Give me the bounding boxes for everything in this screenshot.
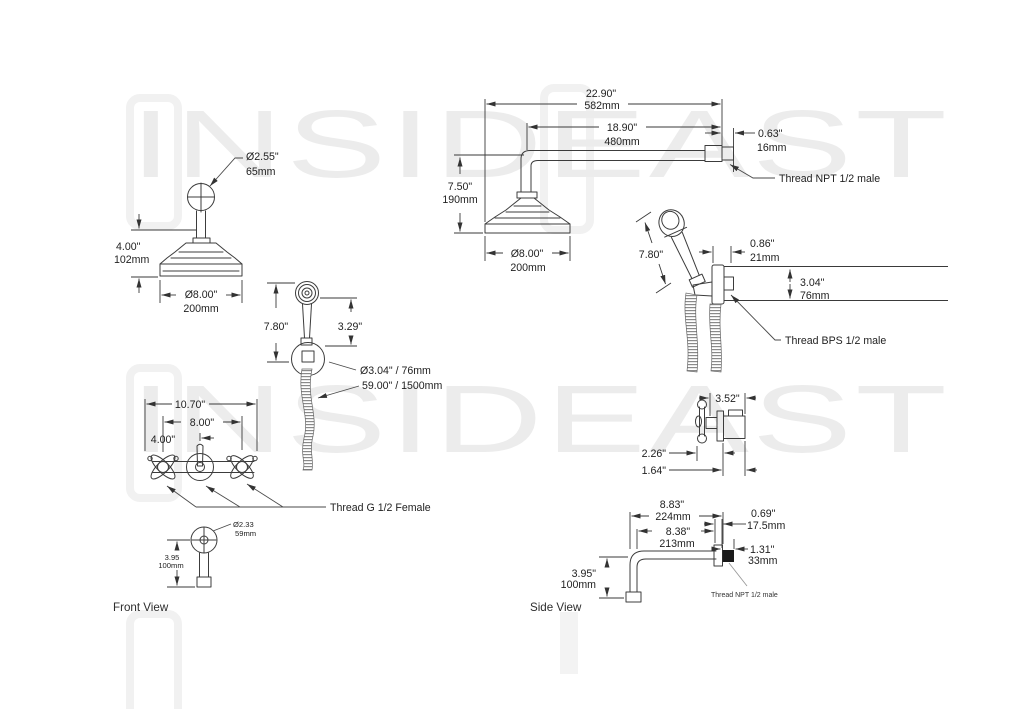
dim-wallhead-dia-mm: 200mm: [510, 262, 545, 274]
watermark-text-row2: INSIDEAST: [130, 366, 950, 473]
dim-bracket-height-in: 3.04": [800, 277, 825, 289]
dim-wallhead-overall-in: 22.90": [586, 88, 617, 100]
dim-spout-side-drop-mm: 100mm: [561, 579, 596, 591]
dim-wallhead-arm-mm: 480mm: [604, 136, 639, 148]
dim-handshower-wall-length: 7.80": [639, 249, 664, 261]
dim-spout-front-dia-mm: 59mm: [235, 529, 256, 538]
dim-spout-side-reach-mm: 213mm: [659, 538, 694, 550]
dim-wallhead-nipple-mm: 16mm: [757, 142, 787, 154]
valve-diverter: [186, 443, 214, 481]
dim-cradle-dia: Ø3.04" / 76mm: [360, 365, 431, 377]
dim-ceiling-flange-dia-mm: 65mm: [246, 166, 276, 178]
dim-wallhead-drop-in: 7.50": [448, 181, 473, 193]
dim-spout-front-drop-mm: 100mm: [158, 561, 183, 570]
dim-ceiling-height-mm: 102mm: [114, 254, 149, 266]
dim-bracket-height-mm: 76mm: [800, 290, 830, 302]
watermark: INSIDEAST INSIDEAST: [126, 84, 950, 709]
dim-valve-side-depth: 3.52": [715, 393, 740, 405]
label-wallhead-thread: Thread NPT 1/2 male: [779, 173, 880, 185]
watermark-frame: [126, 364, 182, 502]
dim-spout-side-drop-in: 3.95": [572, 568, 597, 580]
hand-shower-wall-bracket-drawing: 7.80" 0.86" 21mm 3.04" 76mm Thread BPS 1…: [635, 209, 948, 373]
spout-front-drawing: Ø2.33 59mm 3.95 100mm: [158, 520, 256, 588]
front-view-label: Front View: [113, 601, 169, 614]
dim-spout-side-nipple-in: 1.31": [750, 544, 775, 556]
valve-front-drawing: 10.70" 8.00" 4.00" Thread G 1/2 Female: [144, 399, 431, 514]
spout-thread: [722, 550, 734, 562]
dim-spout-side-nipple-mm: 33mm: [748, 555, 778, 567]
dim-wallhead-dia-in: Ø8.00": [511, 248, 544, 260]
watermark-frame: [560, 612, 578, 674]
watermark-frame: [126, 94, 182, 230]
wall-shower-head-drawing: 22.90" 582mm 18.90" 480mm 0.63" 16mm 7.5…: [442, 88, 880, 274]
watermark-frame: [540, 84, 594, 234]
dim-spout-side-reach-in: 8.38": [666, 526, 691, 538]
dim-handshower-head: 3.29": [338, 321, 363, 333]
dim-spout-side-overall-mm: 224mm: [655, 511, 690, 523]
dim-handshower-cradle-length: 7.80": [264, 321, 289, 333]
dim-wallhead-nipple-in: 0.63": [758, 128, 783, 140]
dim-ceiling-head-dia-mm: 200mm: [183, 303, 218, 315]
dim-bracket-width-mm: 21mm: [750, 252, 780, 264]
ceiling-shower-head-drawing: Ø2.55" 65mm 4.00" 102mm Ø8.00" 200mm: [114, 151, 279, 315]
dim-valve-side-handle: 2.26": [642, 448, 667, 460]
hand-shower-hose: [684, 292, 699, 373]
dim-bracket-width-in: 0.86": [750, 238, 775, 250]
label-bracket-thread: Thread BPS 1/2 male: [785, 335, 886, 347]
dim-spout-side-overall-in: 8.83": [660, 499, 685, 511]
valve-cross-handle-left: [147, 454, 179, 480]
dim-valve-side-body: 1.64": [642, 465, 667, 477]
dim-valve-overall: 10.70": [175, 399, 206, 411]
dim-valve-centers: 8.00": [190, 417, 215, 429]
hand-shower-cradle-drawing: 7.80" 3.29" Ø3.04" / 76mm 59.00" / 1500m…: [264, 281, 442, 471]
dim-ceiling-head-dia-in: Ø8.00": [185, 289, 218, 301]
valve-side-drawing: 3.52" 2.26" 1.64": [642, 393, 757, 477]
hand-shower-hose: [709, 303, 722, 373]
dim-hose-length: 59.00" / 1500mm: [362, 380, 442, 392]
dim-spout-side-flange-mm: 17.5mm: [747, 520, 785, 532]
valve-cross-handle-right: [226, 455, 258, 479]
label-valve-thread: Thread G 1/2 Female: [330, 502, 431, 514]
dim-spout-front-dia-in: Ø2.33: [233, 520, 254, 529]
dim-spout-front-drop-in: 3.95: [165, 553, 180, 562]
bracket-thread: [723, 276, 734, 291]
hand-shower-hose: [300, 368, 315, 471]
spout-side-drawing: 8.83" 224mm 8.38" 213mm 0.69" 17.5mm 1.3…: [561, 499, 785, 603]
dim-ceiling-flange-dia-in: Ø2.55": [246, 151, 279, 163]
dim-wallhead-drop-mm: 190mm: [442, 194, 477, 206]
dim-spout-side-flange-in: 0.69": [751, 508, 776, 520]
dim-valve-half: 4.00": [151, 434, 176, 446]
dim-wallhead-arm-in: 18.90": [607, 122, 638, 134]
label-spout-side-thread: Thread NPT 1/2 male: [711, 592, 778, 599]
watermark-text-row1: INSIDEAST: [130, 91, 950, 198]
dim-ceiling-height-in: 4.00": [116, 241, 141, 253]
side-view-label: Side View: [530, 601, 582, 614]
dim-wallhead-overall-mm: 582mm: [584, 100, 619, 112]
watermark-frame: [126, 610, 182, 709]
